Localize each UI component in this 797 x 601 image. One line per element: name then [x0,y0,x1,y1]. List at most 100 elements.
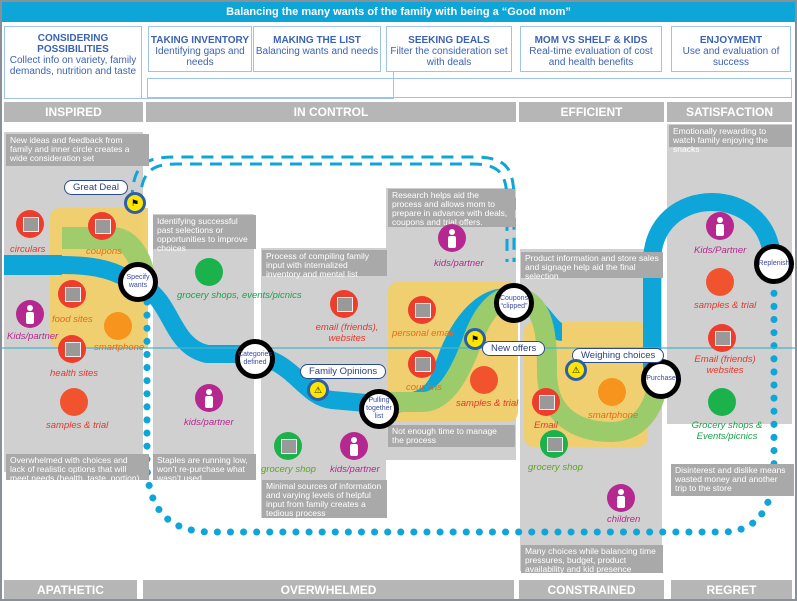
label-personal-email: personal email [392,328,454,339]
grocery-shop-icon [274,432,302,460]
label-grocery-shop: grocery shop [261,464,316,475]
label-kids-partner: kids/partner [330,464,380,475]
label-samples: samples & trial [694,300,757,311]
smartphone-icon [598,378,626,406]
emotion-regret: REGRET [671,580,792,599]
emotion-constrained: CONSTRAINED [519,580,664,599]
node-purchase[interactable]: Purchase [641,359,681,399]
note-list-bottom: Minimal sources of information and varyi… [262,480,387,518]
label-email-friends: email (friends), websites [315,322,379,344]
label-health-sites: health sites [50,368,99,379]
stage-title: SEEKING DEALS [408,35,490,46]
stage-title: MAKING THE LIST [273,35,361,46]
smartphone-icon [104,312,132,340]
email-icon [532,388,560,416]
node-categories-defined[interactable]: Categories defined [235,339,275,379]
stage-desc: Collect info on variety, family demands,… [9,55,137,77]
emotion-apathetic: APATHETIC [4,580,137,599]
label-circulars: circulars [10,244,46,255]
stage-desc: Identifying gaps and needs [155,46,245,68]
label-grocery-events: grocery shops, events/picnics [177,290,302,301]
stage-title: MOM VS SHELF & KIDS [534,35,648,46]
note-inspired-top: New ideas and feedback from family and i… [6,134,149,166]
note-inventory-bottom: Staples are running low, won’t re-purcha… [153,454,256,483]
personal-email-icon [408,296,436,324]
emotion-overwhelmed: OVERWHELMED [143,580,514,599]
node-replenish[interactable]: Replenish [754,244,794,284]
grocery-shops-icon [708,388,736,416]
note-shelf-bottom: Many choices while balancing time pressu… [521,545,663,574]
emotion-satisfaction: SATISFACTION [667,102,792,122]
node-pulling-together-list[interactable]: Pulling together list [359,389,399,429]
stage-title: CONSIDERING POSSIBILITIES [37,33,109,55]
note-inspired-bottom: Overwhelmed with choices and lack of rea… [6,454,149,483]
label-smartphone: smartphone [588,410,639,421]
panel-inventory [153,214,254,472]
samples-icon [60,388,88,416]
label-samples: samples & trial [456,398,519,409]
deal-icon: ⚑ [464,328,486,350]
label-kids-partner: kids/partner [184,417,234,428]
callout-family-opinions: Family Opinions [300,364,387,379]
node-specify-wants[interactable]: Specify wants [118,262,158,302]
label-kids-partner: Kids/Partner [694,245,747,256]
grocery-shop-icon [540,430,568,458]
label-children: children [607,514,641,525]
person-icon [438,224,466,252]
person-icon [607,484,635,512]
label-smartphone: smartphone [94,342,145,353]
email-icon [330,290,358,318]
label-kids-partner: Kids/partner [7,331,59,342]
callout-new-offers: New offers [482,341,546,356]
note-shelf-top: Product information and store sales and … [521,252,663,281]
grocery-shops-icon [195,258,223,286]
samples-icon [470,366,498,394]
label-kids-partner: kids/partner [434,258,484,269]
label-coupons: coupons [86,246,122,257]
samples-icon [706,268,734,296]
note-inventory-top: Identifying successful past selections o… [153,215,256,253]
deal-icon: ⚑ [124,192,146,214]
note-deals-top: Research helps aid the process and allow… [388,189,515,227]
stage-desc: Balancing wants and needs [255,46,379,57]
stage-desc: Filter the consideration set with deals [390,46,508,68]
person-icon [706,212,734,240]
note-enjoy-bottom: Disinterest and dislike means wasted mon… [671,464,794,496]
stage-desc: Real-time evaluation of cost and health … [529,46,653,68]
label-food-sites: food sites [52,314,93,325]
food-sites-icon [58,280,86,308]
stage-title: ENJOYMENT [699,35,763,46]
person-icon [195,384,223,412]
circulars-icon [16,210,44,238]
coupons-icon [88,212,116,240]
person-icon [16,300,44,328]
label-samples: samples & trial [46,420,109,431]
label-grocery-shop: grocery shop [528,462,583,473]
coupons-icon [408,350,436,378]
node-coupons-clipped[interactable]: Coupons “clipped” [494,283,534,323]
note-enjoy-top: Emotionally rewarding to watch family en… [669,125,792,154]
label-coupons: coupons [406,382,442,393]
stage-desc: Use and evaluation of success [682,46,780,68]
callout-weighing-choices: Weighing choices [572,348,665,363]
stage-bar [147,78,792,98]
health-sites-icon [58,335,86,363]
emotion-in-control: IN CONTROL [146,102,516,122]
person-icon [340,432,368,460]
emotion-inspired: INSPIRED [4,102,143,122]
email-icon [708,324,736,352]
banner-title: Balancing the many wants of the family w… [2,2,795,22]
note-deals-bottom: Not enough time to manage the process [388,425,515,447]
note-list-top: Process of compiling family input with i… [262,250,387,279]
label-email: Email [534,420,558,431]
warning-icon: ⚠ [565,359,587,381]
stage-title: TAKING INVENTORY [150,35,250,46]
